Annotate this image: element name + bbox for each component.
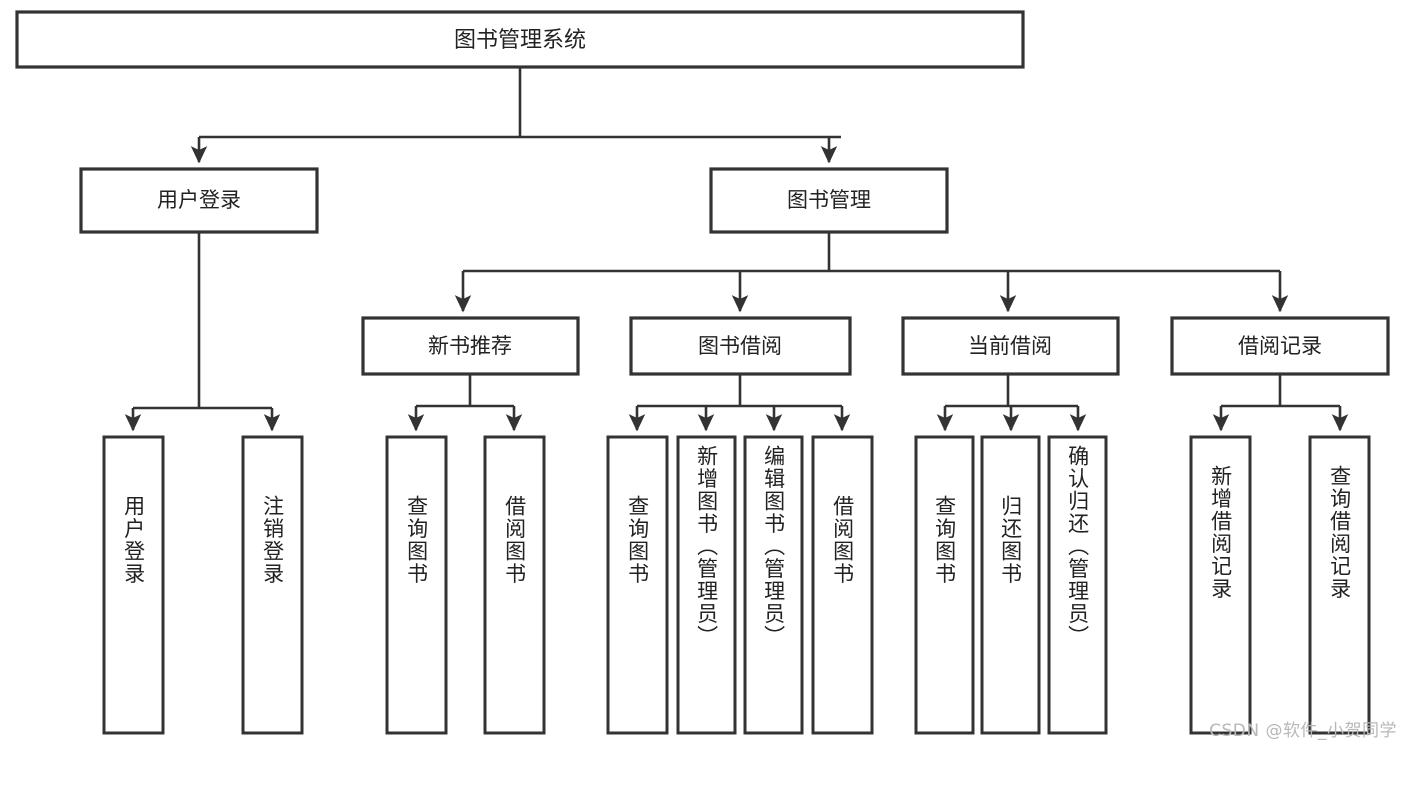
node-root[interactable]: 图书管理系统 [15, 10, 1025, 69]
node-user-login[interactable]: 用户登录 [79, 167, 319, 234]
node-borrow-record[interactable]: 借阅记录 [1170, 316, 1390, 376]
node-borrow-record-box[interactable] [1170, 316, 1390, 376]
leaf-box-user-login[interactable] [102, 435, 165, 735]
leaf-box-borrow-book-1[interactable] [483, 435, 546, 735]
leaf-box-query-book-3[interactable] [914, 435, 975, 735]
tree-diagram-svg: 图书管理系统 用户登录 图书管理 新书推荐 图书借阅 当前借阅 借阅记录 [15, 10, 1390, 735]
node-book-manage-box[interactable] [709, 167, 949, 234]
node-root-box[interactable] [15, 10, 1025, 69]
leaf-box-query-record[interactable] [1308, 435, 1371, 735]
leaf-box-edit-book[interactable] [743, 435, 804, 735]
edge-group-current-borrow-to-leaves [936, 374, 1087, 432]
node-root-label: 图书管理系统 [454, 28, 586, 53]
leaf-box-confirm-return[interactable] [1047, 435, 1108, 735]
csdn-watermark: CSDN @软件_小贺同学 [1209, 721, 1397, 741]
node-new-book-rec-box[interactable] [361, 316, 580, 376]
leaf-box-add-record[interactable] [1189, 435, 1252, 735]
flowchart-canvas: 图书管理系统 用户登录 图书管理 新书推荐 图书借阅 当前借阅 借阅记录 [15, 10, 1397, 741]
edge-group-new-book-rec-to-leaves [407, 374, 523, 432]
leaf-box-logout[interactable] [241, 435, 304, 735]
node-new-book-rec[interactable]: 新书推荐 [361, 316, 580, 376]
node-borrow-record-label: 借阅记录 [1238, 334, 1322, 358]
node-current-borrow[interactable]: 当前借阅 [901, 316, 1120, 376]
node-book-borrow-box[interactable] [629, 316, 852, 376]
leaf-box-query-book-1[interactable] [385, 435, 448, 735]
leaf-boxes [102, 435, 1371, 735]
node-current-borrow-box[interactable] [901, 316, 1120, 376]
leaf-box-borrow-book-2[interactable] [811, 435, 874, 735]
node-book-borrow-label: 图书借阅 [698, 334, 782, 358]
edge-group-user-login-to-leaves [124, 232, 281, 432]
edge-group-book-borrow-to-leaves [628, 374, 851, 432]
leaf-box-add-book[interactable] [676, 435, 737, 735]
edge-group-borrow-record-to-leaves [1212, 374, 1349, 432]
node-user-login-box[interactable] [79, 167, 319, 234]
leaf-box-return-book[interactable] [980, 435, 1041, 735]
node-book-manage-label: 图书管理 [787, 188, 871, 212]
edge-group-root-to-level2 [190, 67, 841, 164]
edge-group-book-manage-to-level3 [454, 232, 1289, 313]
node-new-book-rec-label: 新书推荐 [428, 334, 512, 358]
node-book-borrow[interactable]: 图书借阅 [629, 316, 852, 376]
node-user-login-label: 用户登录 [157, 188, 241, 212]
node-current-borrow-label: 当前借阅 [968, 334, 1052, 358]
node-book-manage[interactable]: 图书管理 [709, 167, 949, 234]
leaf-box-query-book-2[interactable] [606, 435, 669, 735]
